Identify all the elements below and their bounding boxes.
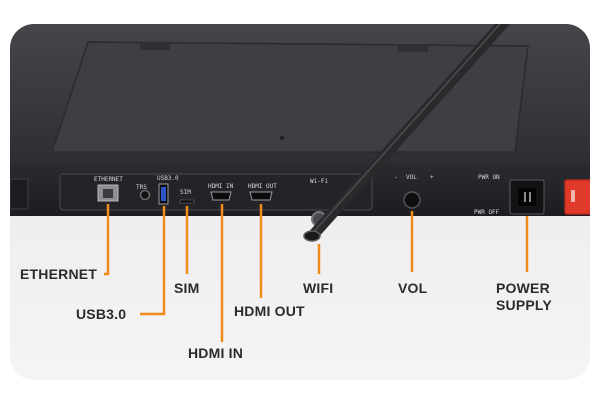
panel-label-hdmi-out: HDMI OUT <box>248 183 277 190</box>
sim-slot <box>179 199 195 204</box>
wifi-antenna <box>305 24 510 240</box>
panel-label-trs: TRS <box>136 184 147 191</box>
device-photo <box>10 24 590 380</box>
panel-label-vol-plus: + <box>430 174 434 181</box>
callout-hdmi-out: HDMI OUT <box>234 303 305 319</box>
power-switch <box>564 179 590 215</box>
hinge-left <box>140 42 170 50</box>
panel-label-pwr-off: PWR OFF <box>474 209 500 216</box>
panel-label-hdmi-in: HDMI IN <box>208 183 234 190</box>
lid-panel <box>50 41 529 153</box>
callout-ethernet: ETHERNET <box>20 266 98 282</box>
panel-label-vol-minus: - <box>394 174 398 181</box>
panel-label-usb: USB3.0 <box>157 175 179 182</box>
callout-wifi: WIFI <box>303 280 334 296</box>
callout-power-line2: SUPPLY <box>496 297 552 313</box>
trs-port <box>139 189 151 201</box>
volume-knob <box>403 191 421 209</box>
screw-hole <box>280 136 284 140</box>
hdmi-in-port <box>210 191 232 201</box>
hinge-right <box>398 44 428 52</box>
callout-sim: SIM <box>174 280 200 296</box>
callout-power-line1: POWER <box>496 280 550 296</box>
photo-frame: ETHERNET TRS USB3.0 SIM HDMI IN HDMI OUT… <box>10 24 590 380</box>
hdmi-out-port <box>249 191 273 201</box>
panel-label-wifi: Wi-Fi <box>310 178 329 185</box>
panel-label-sim: SIM <box>180 189 191 196</box>
callout-usb: USB3.0 <box>76 306 127 322</box>
panel-label-vol: VOL <box>406 174 417 181</box>
panel-label-pwr-on: PWR ON <box>478 174 500 181</box>
callout-vol: VOL <box>398 280 428 296</box>
callout-lines <box>104 204 529 342</box>
panel-label-ethernet: ETHERNET <box>94 176 123 183</box>
callout-hdmi-in: HDMI IN <box>188 345 244 361</box>
